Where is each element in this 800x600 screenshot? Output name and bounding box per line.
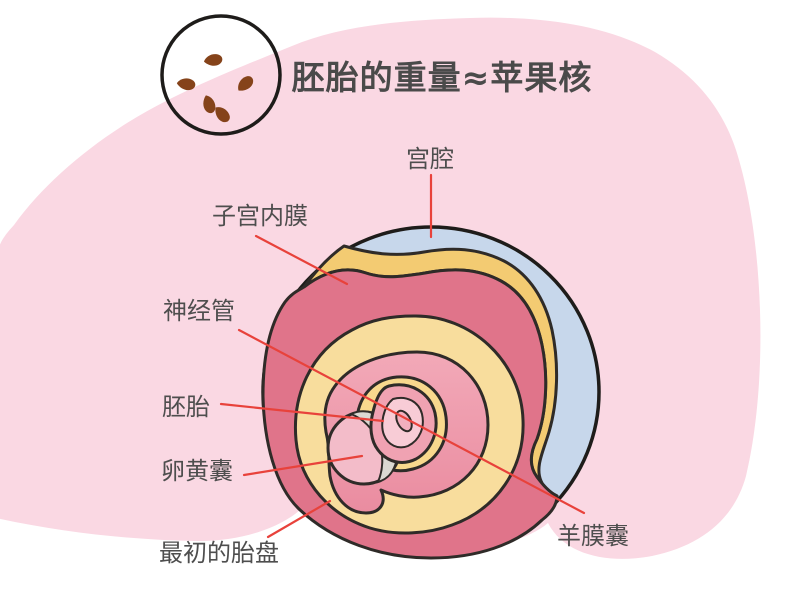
seed-4 [203, 95, 216, 114]
label-uterine-cavity: 宫腔 [406, 145, 454, 173]
leader-embryo [219, 402, 385, 423]
label-embryo: 胚胎 [162, 393, 210, 421]
label-yolk-sac: 卵黄囊 [161, 457, 233, 485]
leader-neural-tube-amniotic-sac [237, 328, 586, 515]
label-amniotic-sac: 羊膜囊 [557, 522, 629, 550]
label-endometrium: 子宫内膜 [212, 202, 308, 230]
apple-seeds-icon [176, 54, 254, 123]
seed-5 [215, 107, 230, 123]
seed-2 [176, 78, 196, 91]
seed-1 [203, 54, 223, 66]
seed-3 [238, 76, 254, 91]
page-title: 胚胎的重量≈苹果核 [292, 58, 593, 97]
label-initial-placenta: 最初的胎盘 [159, 539, 279, 567]
leader-yolk-sac [242, 454, 364, 477]
apple-seeds-circle [160, 14, 282, 136]
leader-initial-placenta [266, 499, 332, 539]
leader-endometrium [254, 234, 349, 286]
label-neural-tube: 神经管 [163, 297, 235, 325]
